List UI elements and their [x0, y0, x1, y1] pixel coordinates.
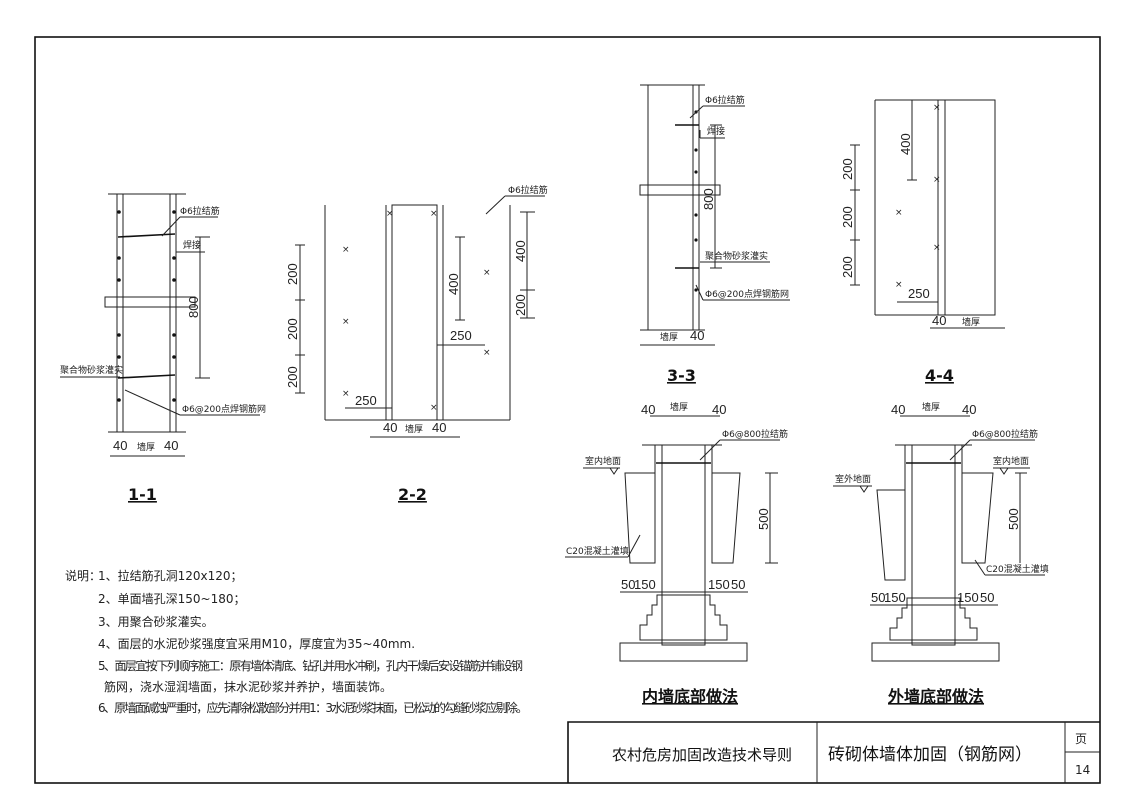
- note-2: 2、单面墙孔深150~180；: [98, 592, 246, 606]
- dim-200-b: 200: [840, 206, 855, 228]
- drawing-title: 砖砌体墙体加固（钢筋网）: [828, 745, 1032, 765]
- section-title-2-2: 2-2: [398, 485, 427, 504]
- inner-wall-bottom-detail: 40 墙厚 40 Φ6@800拉结筋 室内地面 C20混凝土灌填 500 50 …: [565, 401, 788, 706]
- section-title-1-1: 1-1: [128, 485, 157, 504]
- grout-label: 聚合物砂浆灌实: [60, 364, 123, 376]
- weld-label: 焊接: [707, 125, 725, 137]
- svg-text:×: ×: [933, 243, 941, 253]
- grout-label: 聚合物砂浆灌实: [705, 250, 768, 262]
- dim-40-right: 40: [432, 420, 446, 435]
- dim-200-b: 200: [285, 318, 300, 340]
- dim-50-right: 50: [731, 577, 745, 592]
- dim-40-right: 40: [962, 402, 976, 417]
- section-title-3-3: 3-3: [667, 366, 696, 385]
- dim-40-left: 40: [641, 402, 655, 417]
- dim-400-inner: 400: [446, 273, 461, 295]
- svg-text:×: ×: [895, 208, 903, 218]
- wall-thickness-label: 墙厚: [962, 316, 980, 328]
- mesh-label: Φ6@200点焊钢筋网: [182, 403, 266, 415]
- dim-50-left: 50: [871, 590, 885, 605]
- tie-bar-label: Φ6@800拉结筋: [722, 428, 788, 440]
- dim-200-c: 200: [840, 256, 855, 278]
- svg-text:×: ×: [933, 175, 941, 185]
- svg-text:×: ×: [342, 245, 350, 255]
- dim-200-a: 200: [285, 263, 300, 285]
- wall-thickness-label: 墙厚: [670, 401, 688, 413]
- tie-bar-label: Φ6拉结筋: [180, 205, 220, 217]
- wall-thickness-label: 墙厚: [137, 441, 155, 453]
- svg-text:×: ×: [483, 268, 491, 278]
- note-4: 4、面层的水泥砂浆强度宜采用M10，厚度宜为35~40mm.: [98, 636, 415, 651]
- dim-150-right: 150: [957, 590, 979, 605]
- outer-wall-bottom-detail: 40 墙厚 40 Φ6@800拉结筋 室外地面 室内地面 500 C20混凝土灌…: [833, 401, 1049, 706]
- title-block: 农村危房加固改造技术导则 砖砌体墙体加固（钢筋网） 页 14: [567, 721, 1100, 783]
- svg-text:×: ×: [386, 209, 394, 219]
- note-3: 3、用聚合砂浆灌实。: [98, 614, 214, 629]
- dim-40: 40: [690, 328, 704, 343]
- outer-wall-title: 外墙底部做法: [887, 687, 984, 706]
- svg-text:×: ×: [430, 209, 438, 219]
- section-2-2: Φ6拉结筋 200 200 200 400 200 400 250 250 × ×…: [285, 184, 548, 504]
- dim-150-left: 150: [884, 590, 906, 605]
- dim-40-right: 40: [164, 438, 178, 453]
- dim-150-left: 150: [634, 577, 656, 592]
- dim-50-right: 50: [980, 590, 994, 605]
- dim-800: 800: [186, 296, 201, 318]
- dim-250: 250: [908, 286, 930, 301]
- dim-40-left: 40: [113, 438, 127, 453]
- note-1: 1、拉结筋孔洞120x120；: [98, 568, 243, 583]
- tie-bar-label: Φ6@800拉结筋: [972, 428, 1038, 440]
- dim-400: 400: [898, 133, 913, 155]
- svg-text:×: ×: [342, 317, 350, 327]
- dim-500: 500: [1006, 508, 1021, 530]
- page-number: 14: [1075, 763, 1090, 777]
- inner-wall-title: 内墙底部做法: [642, 687, 738, 706]
- dim-40-left: 40: [383, 420, 397, 435]
- wall-thickness-label: 墙厚: [405, 423, 423, 435]
- svg-text:×: ×: [483, 348, 491, 358]
- dim-200-c: 200: [285, 366, 300, 388]
- dim-200-right: 200: [513, 294, 528, 316]
- indoor-floor-label: 室内地面: [585, 455, 621, 467]
- dim-200-a: 200: [840, 158, 855, 180]
- tie-bar-label: Φ6拉结筋: [508, 184, 548, 196]
- wall-thickness-label: 墙厚: [660, 331, 678, 343]
- outdoor-floor-label: 室外地面: [835, 473, 871, 485]
- weld-label: 焊接: [183, 239, 201, 251]
- svg-text:×: ×: [430, 403, 438, 413]
- guide-title: 农村危房加固改造技术导则: [612, 746, 792, 764]
- note-5-cont: 筋网，浇水湿润墙面，抹水泥砂浆并养护，墙面装饰。: [104, 679, 392, 694]
- note-5: 5、面层宜按下列顺序施工：原有墙体清底、钻孔并用水冲刷，孔内干燥后安设锚筋并铺设…: [98, 658, 523, 673]
- concrete-fill-label: C20混凝土灌填: [986, 563, 1049, 575]
- concrete-fill-label: C20混凝土灌填: [566, 545, 629, 557]
- dim-40: 40: [932, 313, 946, 328]
- dim-40-right: 40: [712, 402, 726, 417]
- svg-text:×: ×: [933, 103, 941, 113]
- dim-250-right: 250: [450, 328, 472, 343]
- dim-50-left: 50: [621, 577, 635, 592]
- svg-text:×: ×: [895, 280, 903, 290]
- dim-40-left: 40: [891, 402, 905, 417]
- indoor-floor-label: 室内地面: [993, 455, 1029, 467]
- wall-thickness-label: 墙厚: [922, 401, 940, 413]
- tie-bar-label: Φ6拉结筋: [705, 94, 745, 106]
- mesh-label: Φ6@200点焊钢筋网: [705, 288, 789, 300]
- dim-800: 800: [701, 188, 716, 210]
- note-6: 6、原墙面碱蚀严重时，应先清除松散部分并用1：3水泥砂浆抹面，已松动的勾缝砂浆应…: [98, 700, 528, 715]
- notes: 说明： 1、拉结筋孔洞120x120； 2、单面墙孔深150~180； 3、用聚…: [65, 568, 528, 715]
- dim-500: 500: [756, 508, 771, 530]
- section-title-4-4: 4-4: [925, 366, 954, 385]
- notes-heading: 说明：: [65, 568, 101, 583]
- dim-150-right: 150: [708, 577, 730, 592]
- section-1-1: Φ6拉结筋 焊接 800 聚合物砂浆灌实 Φ6@200点焊钢筋网 40 墙厚 4…: [60, 193, 266, 504]
- dim-250-left: 250: [355, 393, 377, 408]
- svg-text:×: ×: [342, 389, 350, 399]
- section-4-4: 400 200 200 200 250 × × × × × 40 墙厚 4-4: [840, 99, 1005, 385]
- section-3-3: Φ6拉结筋 焊接 800 聚合物砂浆灌实 Φ6@200点焊钢筋网 墙厚 40 3…: [639, 84, 790, 385]
- dim-400-right: 400: [513, 240, 528, 262]
- page-label: 页: [1075, 732, 1087, 746]
